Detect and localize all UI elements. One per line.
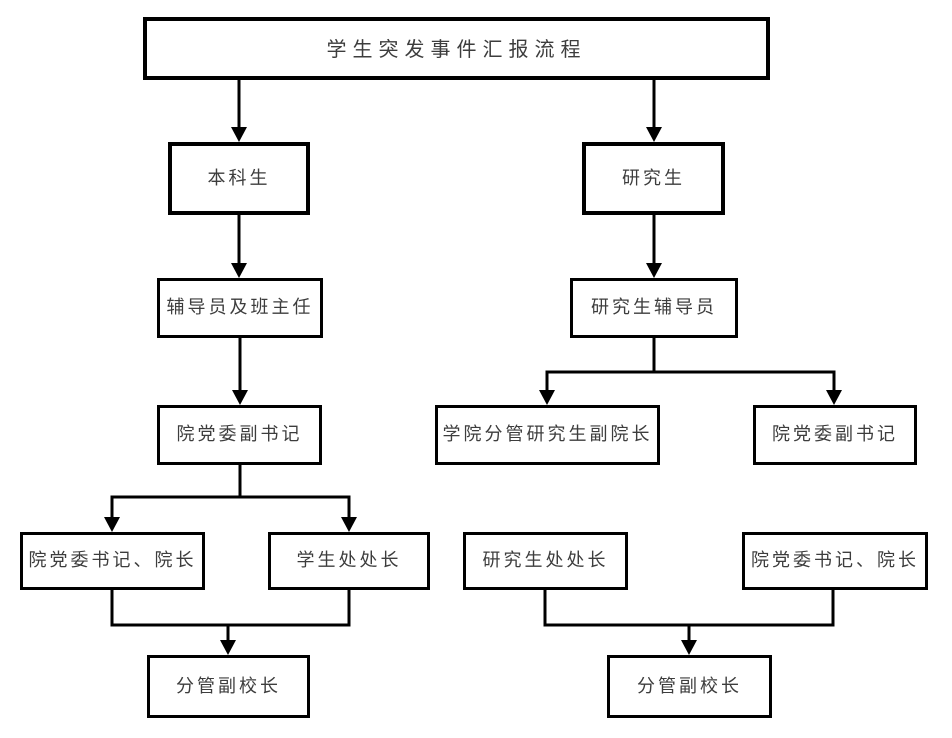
node-graduate-counselor: 研究生辅导员 <box>570 278 738 338</box>
node-party-deputy-secretary-right: 院党委副书记 <box>753 405 917 465</box>
node-student-affairs-director: 学生处处长 <box>268 532 430 590</box>
node-vice-president-left: 分管副校长 <box>147 655 310 718</box>
node-counselor-and-head-teacher: 辅导员及班主任 <box>157 278 323 338</box>
merge-right-to-vice-president <box>543 590 835 655</box>
branch-deputy-secretary-split <box>104 465 357 532</box>
node-party-secretary-dean-right: 院党委书记、院长 <box>742 532 928 590</box>
branch-graduate-counselor-split <box>539 338 842 405</box>
node-vice-dean-graduate: 学院分管研究生副院长 <box>435 405 660 465</box>
node-undergraduate: 本科生 <box>168 142 310 215</box>
node-flowchart-title: 学生突发事件汇报流程 <box>143 17 770 80</box>
node-party-deputy-secretary-left: 院党委副书记 <box>157 405 322 465</box>
arrow-title-to-graduate <box>646 79 662 142</box>
node-graduate: 研究生 <box>582 142 725 215</box>
arrow-undergraduate-to-counselor <box>231 215 247 278</box>
node-vice-president-right: 分管副校长 <box>607 655 772 718</box>
merge-left-to-vice-president <box>110 590 351 655</box>
node-party-secretary-dean-left: 院党委书记、院长 <box>20 532 205 590</box>
node-graduate-office-director: 研究生处处长 <box>463 532 628 590</box>
arrow-title-to-undergraduate <box>231 79 247 142</box>
arrow-counselor-to-deputy-secretary <box>232 338 248 405</box>
arrow-graduate-to-graduate-counselor <box>646 215 662 278</box>
